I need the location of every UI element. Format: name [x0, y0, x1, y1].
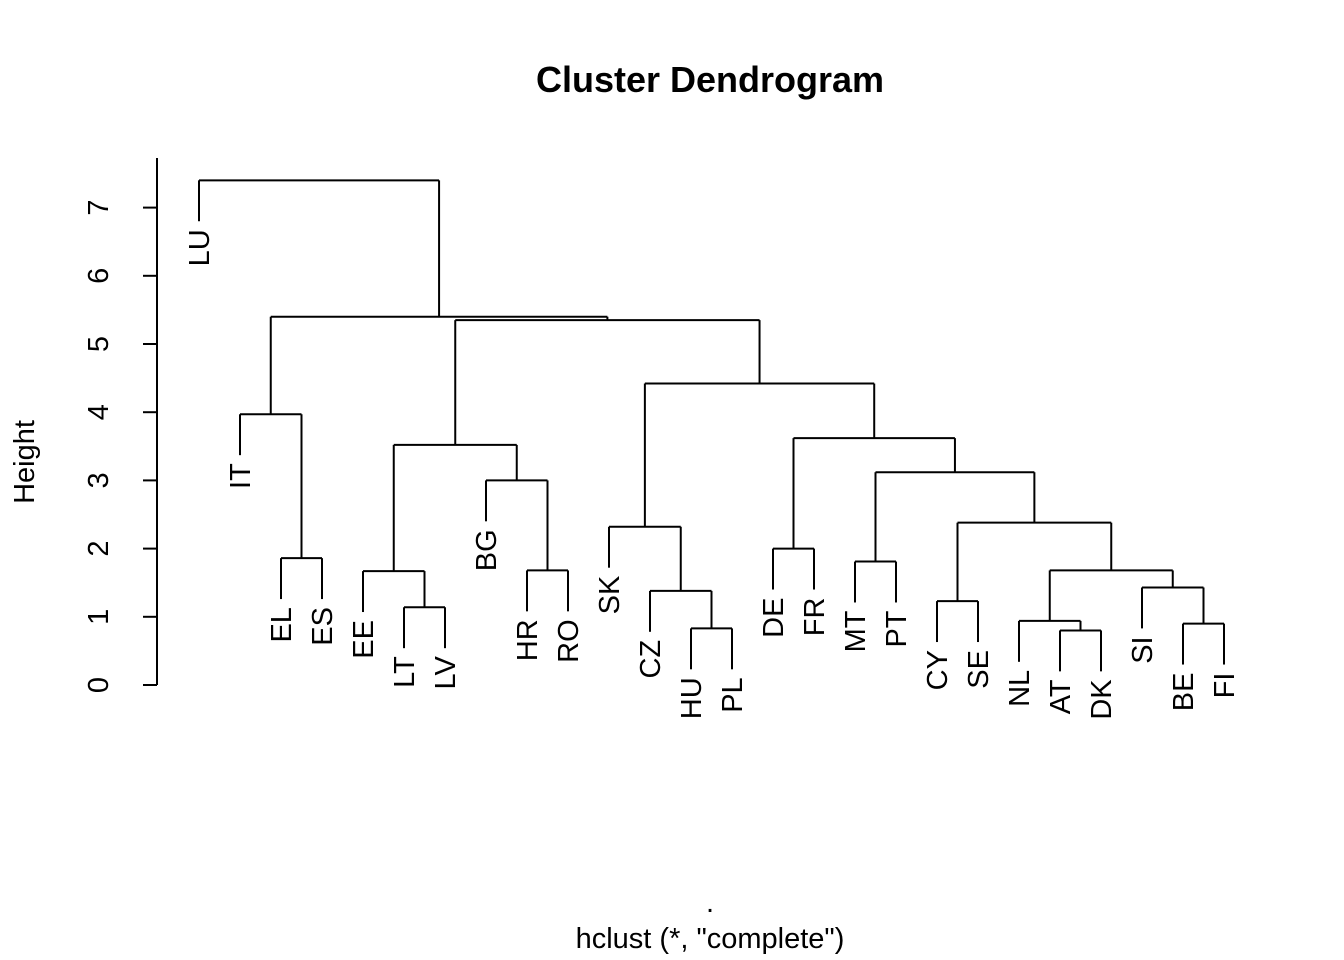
y-tick-label-7: 7 [83, 200, 115, 216]
y-tick-label-6: 6 [83, 268, 115, 284]
y-tick-label-2: 2 [83, 541, 115, 557]
y-tick-label-4: 4 [83, 404, 115, 420]
leaf-label-be: BE [1168, 673, 1200, 712]
leaf-label-fr: FR [799, 598, 831, 637]
leaf-label-lt: LT [389, 656, 421, 688]
leaf-label-ee: EE [348, 620, 380, 659]
leaf-label-pl: PL [717, 677, 749, 712]
leaf-label-el: EL [266, 607, 298, 642]
y-axis-label: Height [9, 420, 41, 504]
x-axis-dot: . [706, 887, 714, 919]
leaf-label-fi: FI [1209, 673, 1241, 699]
leaf-label-cy: CY [922, 650, 954, 690]
leaf-label-lu: LU [184, 229, 216, 266]
y-tick-label-1: 1 [83, 609, 115, 625]
y-tick-label-0: 0 [83, 677, 115, 693]
leaf-label-at: AT [1045, 679, 1077, 714]
leaf-label-bg: BG [471, 529, 503, 571]
leaf-label-cz: CZ [635, 640, 667, 679]
leaf-label-nl: NL [1004, 670, 1036, 707]
leaf-label-si: SI [1127, 636, 1159, 663]
x-axis-label: hclust (*, "complete") [576, 923, 845, 955]
leaf-label-ro: RO [553, 619, 585, 663]
y-tick-label-3: 3 [83, 472, 115, 488]
leaf-label-es: ES [307, 607, 339, 646]
leaf-label-sk: SK [594, 575, 626, 614]
leaf-label-se: SE [963, 650, 995, 689]
leaf-label-lv: LV [430, 656, 462, 690]
y-tick-label-5: 5 [83, 336, 115, 352]
chart-title: Cluster Dendrogram [536, 59, 884, 100]
leaf-label-hu: HU [676, 677, 708, 719]
leaf-label-pt: PT [881, 610, 913, 647]
leaf-label-hr: HR [512, 619, 544, 661]
leaf-label-de: DE [758, 598, 790, 638]
dendrogram-tree [198, 179, 1225, 672]
leaf-label-mt: MT [840, 610, 872, 652]
y-axis: 0 1 2 3 4 5 6 7 [83, 158, 158, 693]
leaf-label-it: IT [225, 463, 257, 489]
leaf-label-dk: DK [1086, 679, 1118, 720]
